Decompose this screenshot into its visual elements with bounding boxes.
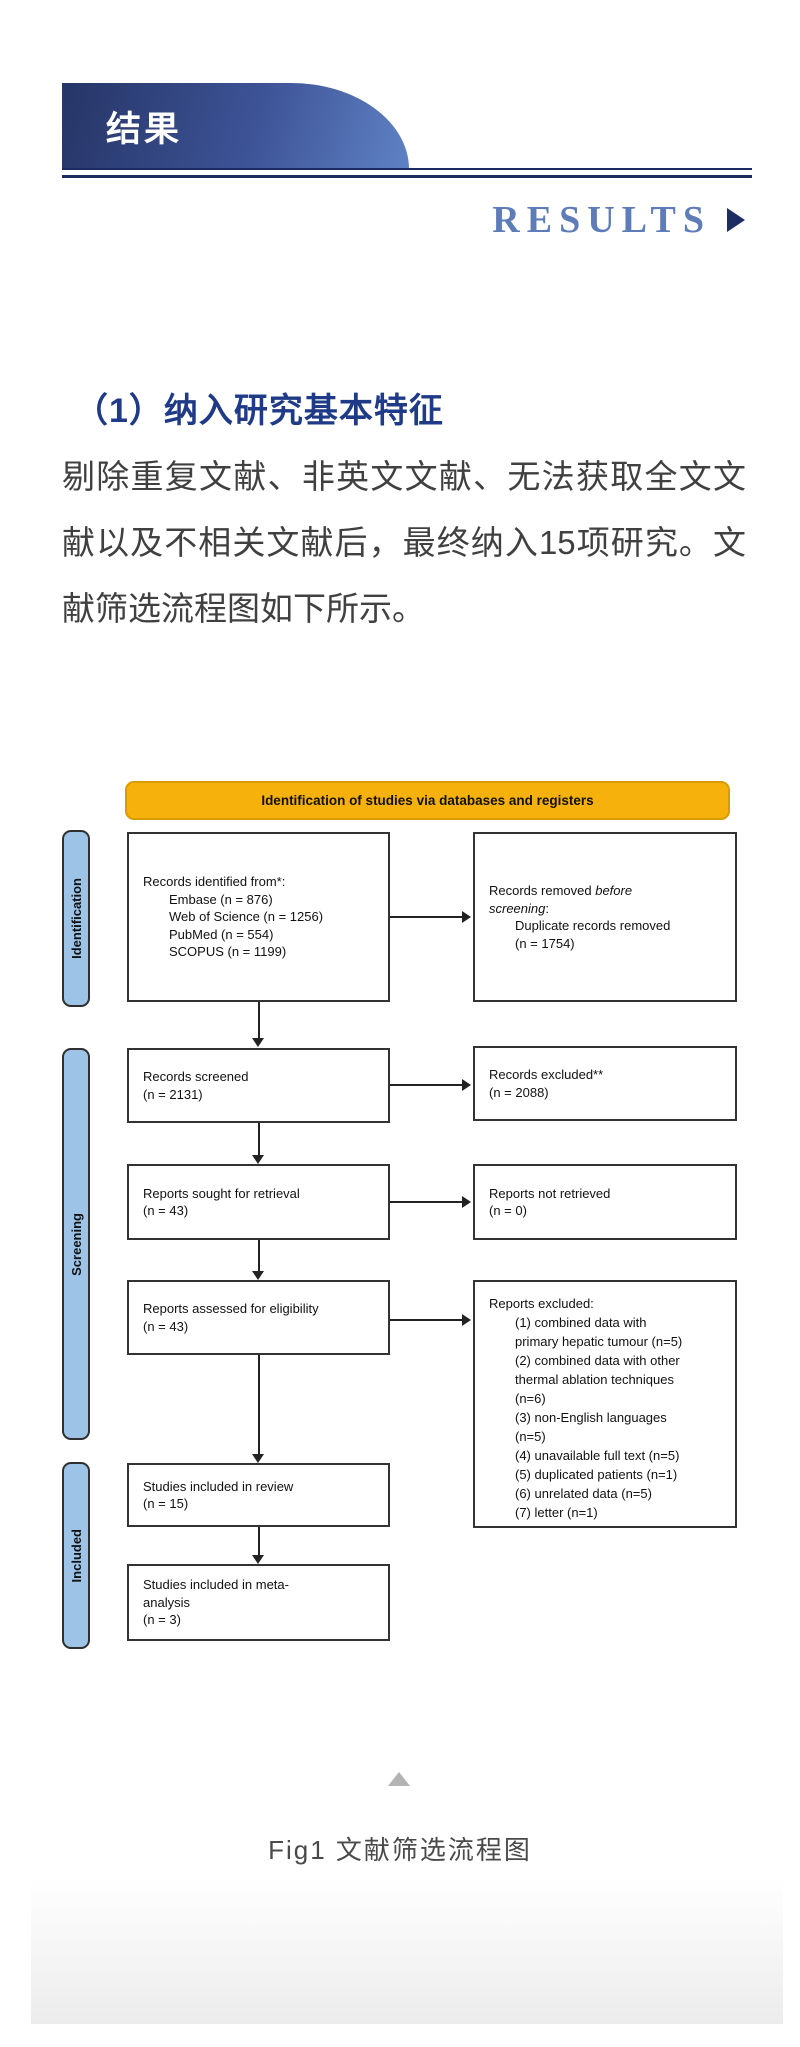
arrow-down-icon: [252, 1454, 264, 1463]
collapse-triangle-icon: [388, 1772, 410, 1786]
box-records-excluded: Records excluded** (n = 2088): [473, 1046, 737, 1121]
arrow-right-icon: [462, 911, 471, 923]
right-triangle-icon: [727, 208, 745, 232]
connector-screened-to-sought: [258, 1123, 260, 1155]
results-heading-row: RESULTS: [0, 198, 745, 242]
box-records-identified: Records identified from*: Embase (n = 87…: [127, 832, 390, 1002]
results-heading: RESULTS: [492, 199, 711, 241]
article-paragraph: 剔除重复文献、非英文文献、无法获取全文文献以及不相关文献后，最终纳入15项研究。…: [62, 458, 746, 627]
diagram-header-banner: Identification of studies via databases …: [125, 781, 730, 820]
arrow-down-icon: [252, 1555, 264, 1564]
section-banner: 结果: [62, 83, 409, 169]
connector-screened-to-excluded: [390, 1084, 462, 1086]
connector-review-to-meta: [258, 1527, 260, 1555]
arrow-down-icon: [252, 1155, 264, 1164]
diagram-header-label: Identification of studies via databases …: [261, 793, 594, 808]
arrow-down-icon: [252, 1271, 264, 1280]
connector-assessed-to-excludedreasons: [390, 1319, 462, 1321]
divider-line-thick: [62, 175, 752, 178]
stage-label-screening: Screening: [62, 1048, 90, 1440]
arrow-right-icon: [462, 1314, 471, 1326]
connector-assessed-to-review: [258, 1355, 260, 1454]
box-reports-assessed: Reports assessed for eligibility (n = 43…: [127, 1280, 390, 1355]
stage-label-included: Included: [62, 1462, 90, 1649]
box-reports-excluded-reasons: Reports excluded: (1) combined data with…: [473, 1280, 737, 1528]
box-reports-sought: Reports sought for retrieval (n = 43): [127, 1164, 390, 1240]
box-records-screened: Records screened (n = 2131): [127, 1048, 390, 1123]
connector-identified-to-screened: [258, 1002, 260, 1038]
box-records-removed: Records removed before screening: Duplic…: [473, 832, 737, 1002]
arrow-right-icon: [462, 1079, 471, 1091]
section-banner-title: 结果: [106, 109, 183, 149]
connector-sought-to-notretrieved: [390, 1201, 462, 1203]
article-subsection-heading: （1）纳入研究基本特征: [74, 392, 444, 430]
connector-sought-to-assessed: [258, 1240, 260, 1271]
arrow-down-icon: [252, 1038, 264, 1047]
figure-caption: Fig1 文献筛选流程图: [268, 1835, 532, 1865]
divider-line-thin: [62, 168, 752, 170]
box-studies-in-review: Studies included in review (n = 15): [127, 1463, 390, 1527]
connector-identified-to-removed: [390, 916, 462, 918]
card-bottom-shadow: [31, 1878, 783, 2024]
box-reports-not-retrieved: Reports not retrieved (n = 0): [473, 1164, 737, 1240]
stage-label-identification: Identification: [62, 830, 90, 1007]
box-studies-in-meta-analysis: Studies included in meta- analysis (n = …: [127, 1564, 390, 1641]
arrow-right-icon: [462, 1196, 471, 1208]
